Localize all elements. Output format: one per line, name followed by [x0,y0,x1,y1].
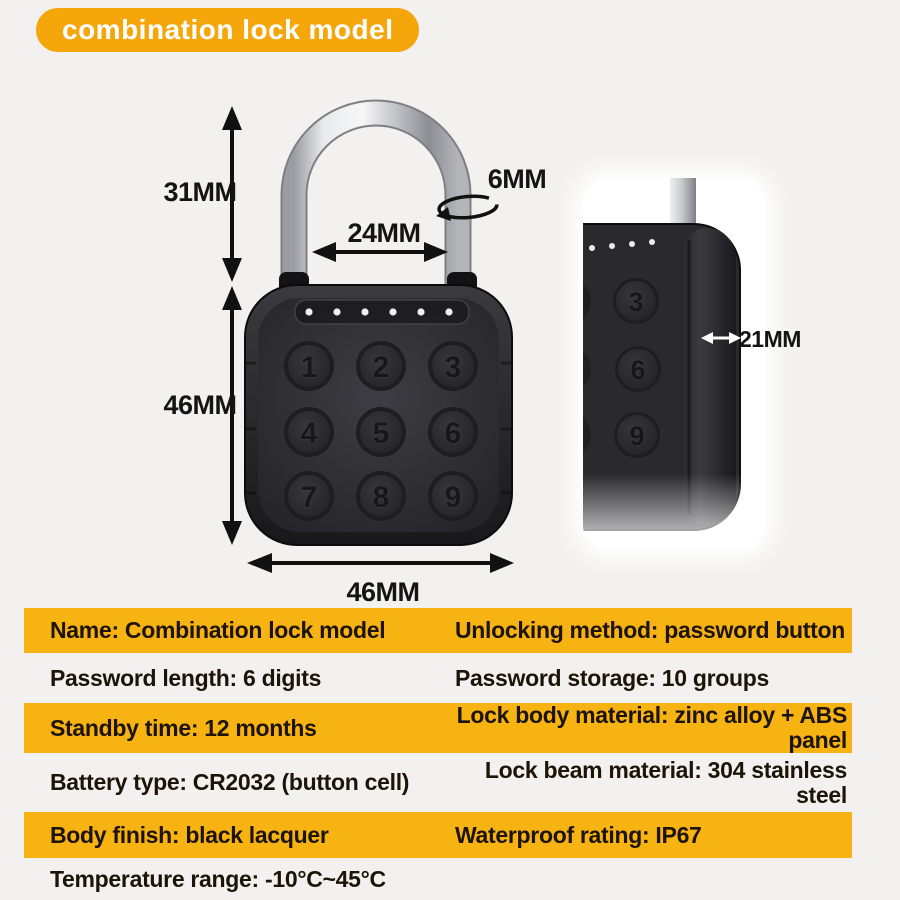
keypad-button-4: 4 [284,407,334,457]
label-body-width: 46MM [346,577,420,607]
shackle [280,99,472,307]
side-shackle-rod [670,178,696,230]
spec-row-temperature: Temperature range: -10°C~45°C [24,858,852,900]
spec-password-storage: Password storage: 10 groups [455,664,769,691]
svg-text:3: 3 [628,287,643,317]
svg-text:2: 2 [373,351,390,384]
spec-waterproof-rating: Waterproof rating: IP67 [455,821,702,848]
keypad-button-3: 3 [428,341,478,391]
spec-unlocking-method: Unlocking method: password button [455,617,846,644]
side-keypad: 3 6 9 [583,278,661,458]
keypad-button-6: 6 [428,407,478,457]
spec-row-password: Password length: 6 digits Password stora… [24,653,852,703]
spec-name: Name: Combination lock model [50,617,386,644]
label-body-height: 46MM [163,390,237,420]
padlock-side-view: 3 6 9 [583,178,753,550]
keypad-button-9: 9 [428,471,478,521]
spec-body-finish: Body finish: black lacquer [50,821,329,848]
spec-row-finish: Body finish: black lacquer Waterproof ra… [24,812,852,858]
keypad-button-5: 5 [356,407,406,457]
keypad-button-8: 8 [356,471,406,521]
spec-password-length: Password length: 6 digits [50,664,322,691]
spec-standby-time: Standby time: 12 months [50,714,317,741]
spec-row-name: Name: Combination lock model Unlocking m… [24,608,852,653]
svg-text:6: 6 [630,355,645,385]
label-body-depth: 21MM [739,326,801,352]
svg-text:8: 8 [373,481,390,514]
keypad-button-1: 1 [284,341,334,391]
svg-text:6: 6 [445,417,462,450]
svg-text:1: 1 [301,351,318,384]
svg-text:5: 5 [373,417,390,450]
svg-text:7: 7 [301,481,318,514]
label-shackle-diameter: 6MM [487,164,547,194]
spec-table: Name: Combination lock model Unlocking m… [0,608,900,900]
spec-lock-body-material: Lock body material: zinc alloy + ABS pan… [456,702,848,753]
title-badge: combination lock model [36,8,420,52]
spec-battery-type: Battery type: CR2032 (button cell) [50,769,410,796]
svg-text:9: 9 [445,481,462,514]
front-keypad: 1 2 3 4 5 6 7 [284,341,478,521]
keypad-button-2: 2 [356,341,406,391]
spec-lock-beam-material: Lock beam material: 304 stainless steel [484,756,847,808]
svg-text:3: 3 [445,351,462,384]
spec-row-standby: Standby time: 12 months Lock body materi… [24,703,852,753]
spec-temperature-range: Temperature range: -10°C~45°C [50,865,386,892]
keypad-button-7: 7 [284,471,334,521]
label-shackle-inner-width: 24MM [347,218,421,248]
svg-text:4: 4 [301,417,318,450]
padlock-side-view-inset: 3 6 9 [583,178,765,550]
svg-text:9: 9 [629,421,644,451]
side-led-dots [589,239,655,251]
padlock-front-view: 1 2 3 4 5 6 7 [244,99,513,546]
side-button-9: 9 [614,412,660,458]
spec-row-battery: Battery type: CR2032 (button cell) Lock … [24,753,852,812]
side-button-3: 3 [613,278,659,324]
side-button-6: 6 [615,346,661,392]
led-indicator-strip [294,299,470,325]
label-shackle-height: 31MM [163,177,237,207]
